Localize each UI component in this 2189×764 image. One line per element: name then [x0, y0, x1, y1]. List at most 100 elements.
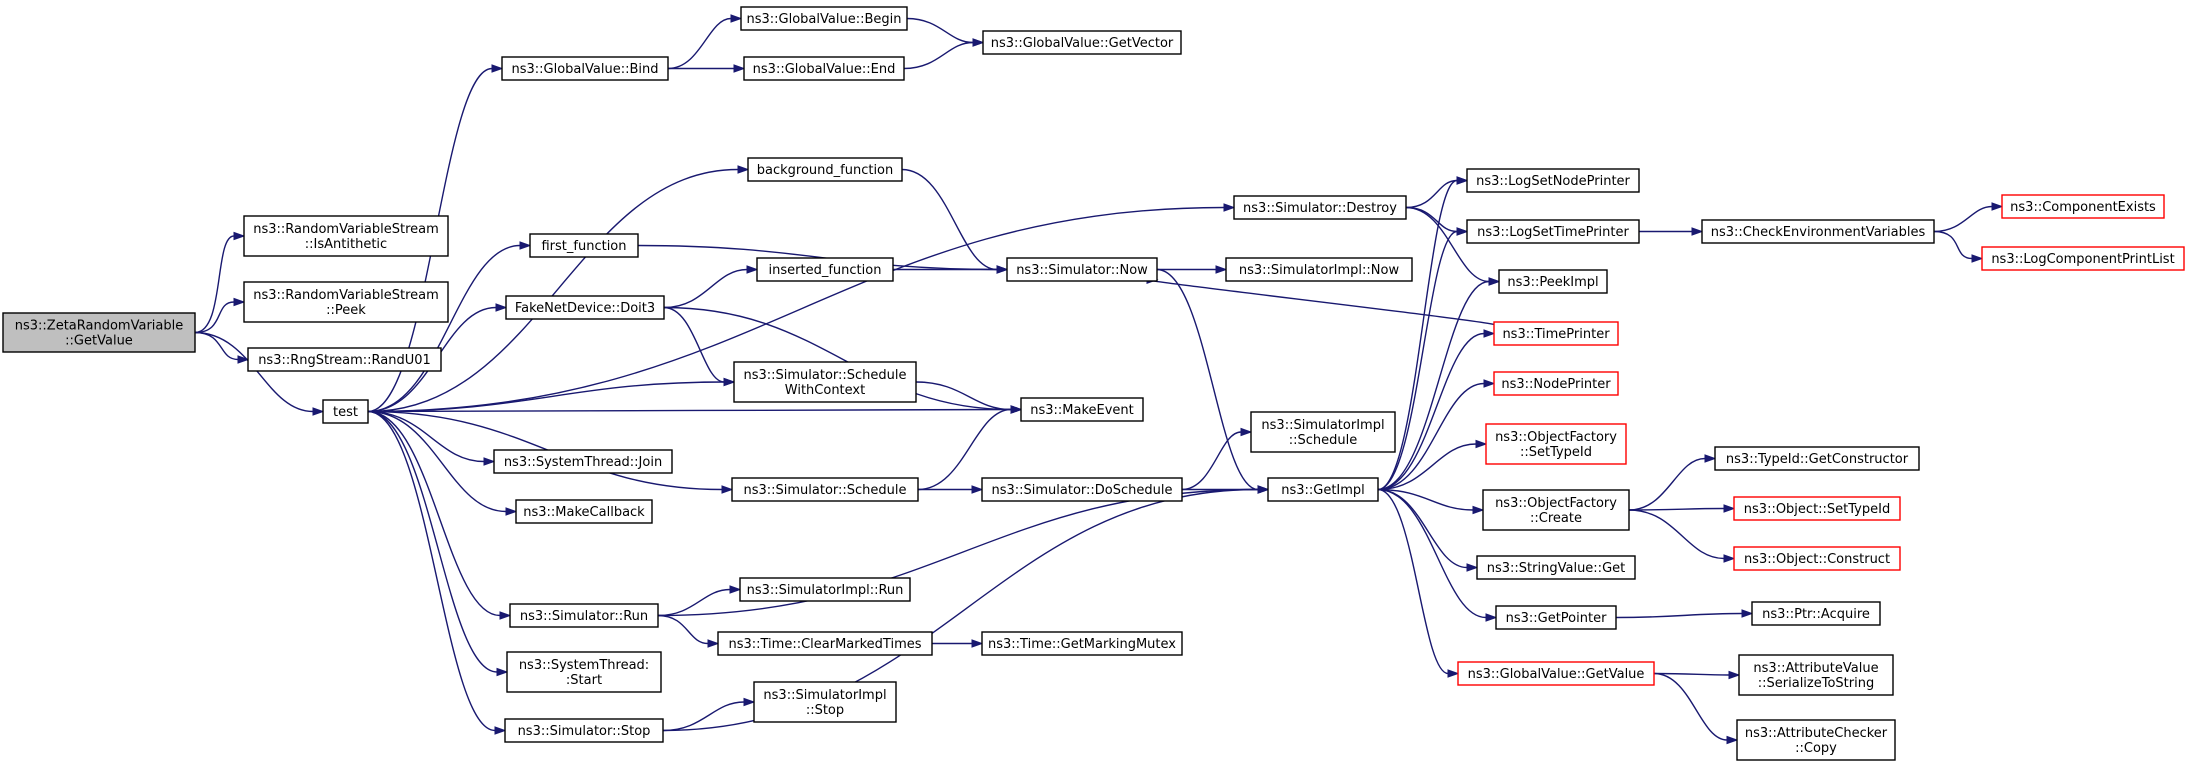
- node-clearmarked[interactable]: ns3::Time::ClearMarkedTimes: [717, 631, 933, 656]
- node-logcompprint[interactable]: ns3::LogComponentPrintList: [1981, 246, 2185, 271]
- node-simimplnow[interactable]: ns3::SimulatorImpl::Now: [1225, 257, 1413, 282]
- node-logsetnodeprinter[interactable]: ns3::LogSetNodePrinter: [1466, 168, 1640, 193]
- node-gvbind[interactable]: ns3::GlobalValue::Bind: [501, 56, 669, 81]
- node-getpointer[interactable]: ns3::GetPointer: [1495, 605, 1617, 630]
- node-box: [1493, 371, 1619, 396]
- node-stringvalueget[interactable]: ns3::StringValue::Get: [1476, 555, 1636, 580]
- node-box: [1751, 601, 1881, 626]
- arrowhead: [496, 667, 509, 677]
- node-compexists[interactable]: ns3::ComponentExists: [2001, 194, 2165, 219]
- edge-line: [1377, 488, 1474, 511]
- edge-line: [1628, 457, 1706, 511]
- node-typeidgetctor[interactable]: ns3::TypeId::GetConstructor: [1714, 446, 1920, 471]
- node-timeprinter[interactable]: ns3::TimePrinter: [1493, 321, 1619, 346]
- node-avserialize[interactable]: ns3::AttributeValue::SerializeToString: [1738, 654, 1894, 696]
- arrowhead: [312, 407, 325, 416]
- edge-line: [367, 206, 1225, 413]
- node-label: ns3::ObjectFactory: [1495, 496, 1617, 511]
- edge-line: [367, 410, 496, 732]
- edge-line: [1377, 443, 1477, 491]
- node-objconstruct[interactable]: ns3::Object::Construct: [1733, 546, 1901, 571]
- node-checkenv[interactable]: ns3::CheckEnvironmentVariables: [1701, 219, 1935, 244]
- node-simnow[interactable]: ns3::Simulator::Now: [1006, 257, 1158, 282]
- node-label: ns3::Time::GetMarkingMutex: [988, 637, 1176, 652]
- arrowhead: [233, 297, 246, 307]
- node-label: ns3::MakeEvent: [1030, 403, 1134, 418]
- edge-simstop-to-simimplstop: [662, 697, 756, 732]
- node-insertedfunc[interactable]: inserted_function: [756, 257, 894, 282]
- node-label: ns3::CheckEnvironmentVariables: [1711, 225, 1926, 240]
- node-box: [981, 631, 1183, 656]
- arrowhead: [1215, 265, 1228, 274]
- edge-logsettimeprinter-to-checkenv: [1639, 227, 1704, 236]
- edge-line: [662, 701, 745, 732]
- arrowhead: [737, 165, 750, 174]
- node-ofsettypeid[interactable]: ns3::ObjectFactory::SetTypeId: [1485, 423, 1627, 465]
- node-fakedoit3[interactable]: FakeNetDevice::Doit3: [505, 295, 665, 320]
- node-nodeprinter[interactable]: ns3::NodePrinter: [1493, 371, 1619, 396]
- node-box: [322, 399, 369, 424]
- edge-line: [1628, 507, 1725, 511]
- node-bgfunc[interactable]: background_function: [747, 157, 903, 182]
- edge-checkenv-to-compexists: [1933, 202, 2004, 233]
- node-box: [515, 499, 653, 524]
- edge-line: [917, 408, 1012, 491]
- node-simimplrun[interactable]: ns3::SimulatorImpl::Run: [739, 577, 911, 602]
- node-box: [1736, 719, 1896, 761]
- node-gvgetvalue[interactable]: ns3::GlobalValue::GetValue: [1457, 661, 1655, 686]
- node-label: ns3::Time::ClearMarkedTimes: [728, 637, 921, 652]
- edge-simnow-to-simimplnow: [1156, 265, 1228, 274]
- node-gvgetvector[interactable]: ns3::GlobalValue::GetVector: [982, 30, 1182, 55]
- node-objsettypeid[interactable]: ns3::Object::SetTypeId: [1733, 496, 1901, 521]
- node-ptracquire[interactable]: ns3::Ptr::Acquire: [1751, 601, 1881, 626]
- node-firstfunc[interactable]: first_function: [529, 233, 639, 258]
- node-box: [509, 603, 659, 628]
- edge-getimpl-to-timeprinter: [1377, 329, 1496, 491]
- node-getimpl[interactable]: ns3::GetImpl: [1267, 477, 1379, 502]
- node-makeevent[interactable]: ns3::MakeEvent: [1020, 397, 1144, 422]
- node-box: [739, 577, 911, 602]
- node-simstop[interactable]: ns3::Simulator::Stop: [504, 718, 664, 743]
- node-randu01[interactable]: ns3::RngStream::RandU01: [247, 347, 442, 372]
- node-simdoschedule[interactable]: ns3::Simulator::DoSchedule: [981, 477, 1183, 502]
- node-accopy[interactable]: ns3::AttributeChecker::Copy: [1736, 719, 1896, 761]
- node-label: :Start: [566, 673, 602, 688]
- node-simimplstop[interactable]: ns3::SimulatorImpl::Stop: [753, 681, 897, 723]
- node-gvbegin[interactable]: ns3::GlobalValue::Begin: [740, 6, 908, 31]
- node-box: [1485, 423, 1627, 465]
- edge-root-to-isanti: [194, 231, 246, 334]
- node-isanti[interactable]: ns3::RandomVariableStream::IsAntithetic: [243, 215, 449, 257]
- node-box: [247, 347, 442, 372]
- node-label: ns3::RandomVariableStream: [253, 288, 439, 303]
- arrowhead: [1483, 329, 1496, 338]
- node-box: [1020, 397, 1144, 422]
- node-label: ns3::TimePrinter: [1502, 327, 1610, 342]
- node-box: [1498, 269, 1608, 294]
- node-simdestroy[interactable]: ns3::Simulator::Destroy: [1233, 195, 1407, 220]
- node-gvend[interactable]: ns3::GlobalValue::End: [743, 56, 905, 81]
- node-logsettimeprinter[interactable]: ns3::LogSetTimePrinter: [1466, 219, 1640, 244]
- node-label: ns3::ObjectFactory: [1495, 430, 1617, 445]
- node-box: [981, 477, 1183, 502]
- node-label: ns3::Object::SetTypeId: [1744, 502, 1890, 517]
- node-label: ns3::SimulatorImpl: [1261, 418, 1384, 433]
- edge-line: [1405, 206, 1458, 233]
- node-systhreadstart[interactable]: ns3::SystemThread::Start: [506, 651, 662, 693]
- node-box: [1733, 496, 1901, 521]
- edge-test-to-simstop: [367, 410, 507, 735]
- node-simimplschedule[interactable]: ns3::SimulatorImpl::Schedule: [1250, 411, 1396, 453]
- edge-getimpl-to-gvgetvalue: [1377, 488, 1460, 678]
- node-simrun[interactable]: ns3::Simulator::Run: [509, 603, 659, 628]
- node-simschedule[interactable]: ns3::Simulator::Schedule: [731, 477, 919, 502]
- node-peekimpl[interactable]: ns3::PeekImpl: [1498, 269, 1608, 294]
- node-root[interactable]: ns3::ZetaRandomVariable::GetValue: [2, 312, 196, 353]
- node-makecallback[interactable]: ns3::MakeCallback: [515, 499, 653, 524]
- node-getmarkingmutex[interactable]: ns3::Time::GetMarkingMutex: [981, 631, 1183, 656]
- arrowhead: [1257, 485, 1270, 494]
- node-peek[interactable]: ns3::RandomVariableStream::Peek: [243, 281, 449, 323]
- node-ofcreate[interactable]: ns3::ObjectFactory::Create: [1482, 489, 1630, 531]
- node-box: [505, 295, 665, 320]
- node-test[interactable]: test: [322, 399, 369, 424]
- node-systhreadjoin[interactable]: ns3::SystemThread::Join: [493, 449, 673, 474]
